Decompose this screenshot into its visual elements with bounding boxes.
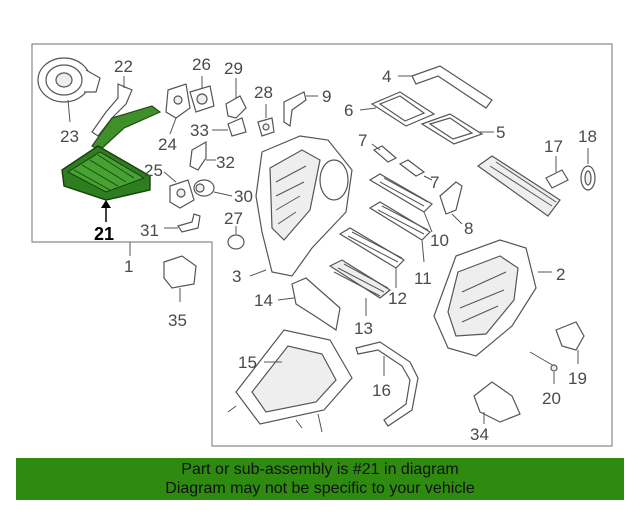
- callout-10: 10: [430, 231, 449, 250]
- actuator-part-26[interactable]: [189, 85, 215, 113]
- heater-core-part-21[interactable]: [61, 105, 162, 201]
- callout-30: 30: [234, 187, 253, 206]
- pipe-part-22[interactable]: [91, 83, 133, 137]
- callout-23: 23: [60, 127, 79, 146]
- notice-banner: Part or sub-assembly is #21 in diagram D…: [16, 458, 624, 500]
- pad-part-7b[interactable]: [398, 159, 426, 177]
- case-part-2[interactable]: [433, 239, 537, 357]
- callout-7a: 7: [358, 131, 367, 150]
- callout-5: 5: [496, 123, 505, 142]
- callout-28: 28: [254, 83, 273, 102]
- notice-line-2: Diagram may not be specific to your vehi…: [165, 480, 475, 497]
- callout-19: 19: [568, 369, 587, 388]
- notice-line-1: Part or sub-assembly is #21 in diagram: [181, 461, 459, 478]
- hose-part-31[interactable]: [177, 213, 201, 233]
- callout-24: 24: [158, 135, 177, 154]
- callout-15: 15: [238, 353, 257, 372]
- sensor-part-28[interactable]: [257, 117, 275, 137]
- callout-2: 2: [556, 265, 565, 284]
- callout-29: 29: [224, 59, 243, 78]
- bracket-part-9[interactable]: [283, 91, 307, 128]
- callout-34: 34: [470, 425, 489, 444]
- callout-9: 9: [322, 87, 331, 106]
- link-part-32[interactable]: [189, 140, 207, 171]
- callout-17: 17: [544, 137, 563, 156]
- callout-21: 21: [94, 224, 114, 244]
- sensor-part-20[interactable]: [529, 351, 558, 372]
- valve-part-19[interactable]: [555, 321, 585, 351]
- bracket-part-34[interactable]: [473, 381, 521, 423]
- callout-14: 14: [254, 291, 273, 310]
- lower-case-part-15[interactable]: [227, 329, 353, 433]
- seal-part-6[interactable]: [370, 91, 436, 127]
- callout-25: 25: [144, 161, 163, 180]
- door-part-12[interactable]: [338, 227, 405, 269]
- door-part-10[interactable]: [368, 173, 433, 213]
- callout-18: 18: [578, 127, 597, 146]
- callout-35: 35: [168, 311, 187, 330]
- callout-6: 6: [344, 101, 353, 120]
- grommet-part-18[interactable]: [580, 165, 596, 191]
- callout-16: 16: [372, 381, 391, 400]
- seal-part-4[interactable]: [411, 65, 493, 109]
- lever-part-33[interactable]: [227, 117, 247, 137]
- callout-22: 22: [114, 57, 133, 76]
- actuator-part-24[interactable]: [165, 83, 191, 119]
- callout-20: 20: [542, 389, 561, 408]
- callout-12: 12: [388, 289, 407, 308]
- filter-part-13[interactable]: [328, 259, 392, 299]
- callout-31: 31: [140, 221, 159, 240]
- cap-part-27[interactable]: [227, 234, 245, 250]
- callout-4: 4: [382, 67, 391, 86]
- motor-part-30[interactable]: [193, 179, 215, 197]
- hose-part-16[interactable]: [355, 341, 419, 427]
- callout-1: 1: [124, 257, 133, 276]
- seal-part-5[interactable]: [420, 113, 484, 145]
- blower-motor-part[interactable]: [37, 57, 101, 103]
- duct-part-35[interactable]: [163, 255, 197, 289]
- actuator-part-25[interactable]: [169, 179, 195, 209]
- callout-7b: 7: [430, 173, 439, 192]
- duct-part-14[interactable]: [291, 277, 341, 332]
- bracket-part-8[interactable]: [439, 181, 463, 215]
- callout-26: 26: [192, 55, 211, 74]
- callout-33: 33: [190, 121, 209, 140]
- assembly-frame: [31, 43, 613, 447]
- evaporator-part-17[interactable]: [476, 155, 569, 217]
- callout-3: 3: [232, 267, 241, 286]
- link-part-29[interactable]: [225, 95, 247, 119]
- door-part-11[interactable]: [368, 201, 431, 241]
- case-part-3[interactable]: [255, 135, 353, 277]
- callout-13: 13: [354, 319, 373, 338]
- callout-11: 11: [414, 269, 432, 288]
- callout-27: 27: [224, 209, 243, 228]
- callout-8: 8: [464, 219, 473, 238]
- callout-32: 32: [216, 153, 235, 172]
- parts-diagram: 23 22 21 26 24 29 33 28: [31, 43, 613, 447]
